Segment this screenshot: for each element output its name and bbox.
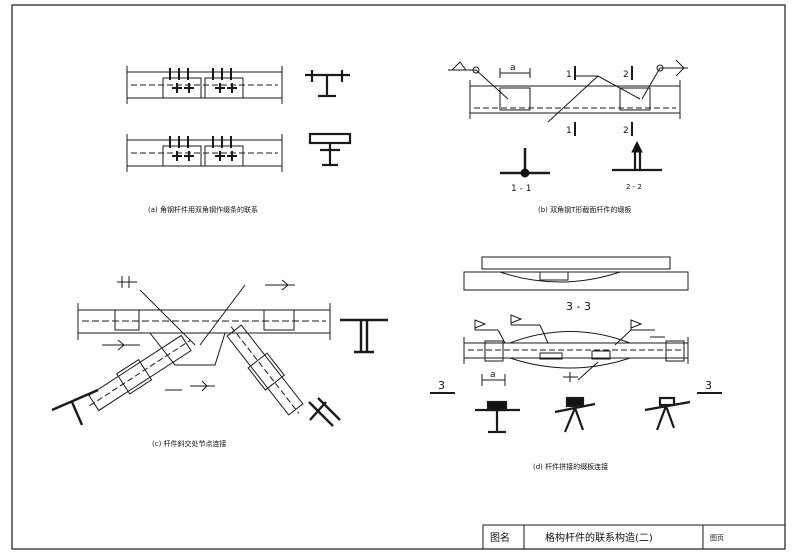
section-label-2-2: 2 - 2 <box>626 183 642 191</box>
caption-a: (a) 角钢杆件用双角钢作缀条的联系 <box>148 205 258 214</box>
dim-a-bottom: a <box>490 370 496 380</box>
title-block <box>482 524 786 550</box>
section-mark-3-left: 3 <box>438 379 445 392</box>
section-mark-3-right: 3 <box>705 379 712 392</box>
dim-a-top: a <box>510 63 516 73</box>
sheet-border <box>11 4 786 550</box>
section-mark-2-top: 2 <box>623 70 629 80</box>
section-label-1-1: 1 - 1 <box>511 184 531 194</box>
detail-a <box>126 66 352 172</box>
title-block-label: 图名 <box>490 531 510 544</box>
section-mark-1-top: 1 <box>566 70 572 80</box>
detail-d <box>430 256 722 434</box>
section-mark-1-bottom: 1 <box>566 126 572 136</box>
section-label-3-3: 3 - 3 <box>566 300 591 313</box>
detail-b <box>448 59 688 178</box>
title-block-field-right: 图页 <box>710 534 724 542</box>
section-mark-2-bottom: 2 <box>623 126 629 136</box>
caption-c: (c) 杆件斜交处节点连接 <box>152 439 227 448</box>
detail-c <box>51 276 388 427</box>
title-block-drawing-name: 格构杆件的联系构造(二) <box>545 531 653 544</box>
caption-b: (b) 双角钢T形截面杆件的缀板 <box>538 205 631 214</box>
caption-d: (d) 杆件拼接的缀板连接 <box>533 462 608 471</box>
